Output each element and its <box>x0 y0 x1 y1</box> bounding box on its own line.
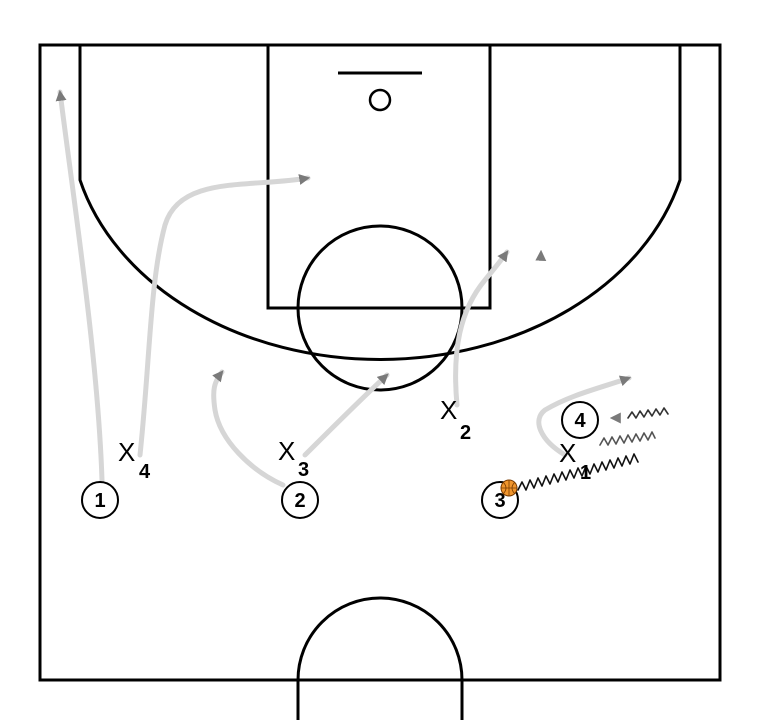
dribble-line-top <box>627 407 669 419</box>
defender-label: 4 <box>139 461 151 483</box>
offense: 1 2 3 4 <box>81 401 599 519</box>
movement-arrow-player-4-up <box>535 249 547 261</box>
defender-mark: X <box>440 395 457 425</box>
defender-mark: X <box>559 438 576 468</box>
basket <box>368 88 392 112</box>
offensive-player-4: 4 <box>561 401 599 439</box>
court-boundary <box>38 43 722 682</box>
offensive-player-1: 1 <box>81 481 119 519</box>
defender-mark: X <box>278 436 295 466</box>
court <box>38 43 722 720</box>
dribble-line-handoff <box>599 431 656 446</box>
player-label: 1 <box>94 490 105 512</box>
paint-lane <box>266 43 492 310</box>
three-point-line <box>78 45 682 362</box>
dribble-line-player-3 <box>517 453 639 491</box>
defender-x1: X 1 <box>559 438 591 484</box>
defender-x4: X 4 <box>118 437 151 483</box>
player-label: 2 <box>294 490 305 512</box>
defender-mark: X <box>118 437 135 467</box>
defender-x3: X 3 <box>278 436 309 481</box>
defender-label: 3 <box>298 459 309 481</box>
offensive-player-2: 2 <box>281 481 319 519</box>
player-label: 4 <box>574 410 586 432</box>
movements <box>55 89 669 491</box>
defender-x2: X 2 <box>440 395 471 444</box>
defender-label: 1 <box>580 462 591 484</box>
center-circle <box>296 596 464 720</box>
free-throw-circle <box>296 224 464 392</box>
movement-arrow-player-2 <box>212 370 224 383</box>
basketball-icon <box>500 479 518 497</box>
defender-label: 2 <box>460 422 471 444</box>
player-label: 3 <box>494 490 505 512</box>
defense: X 4 X 3 X 2 X 1 <box>118 395 591 484</box>
